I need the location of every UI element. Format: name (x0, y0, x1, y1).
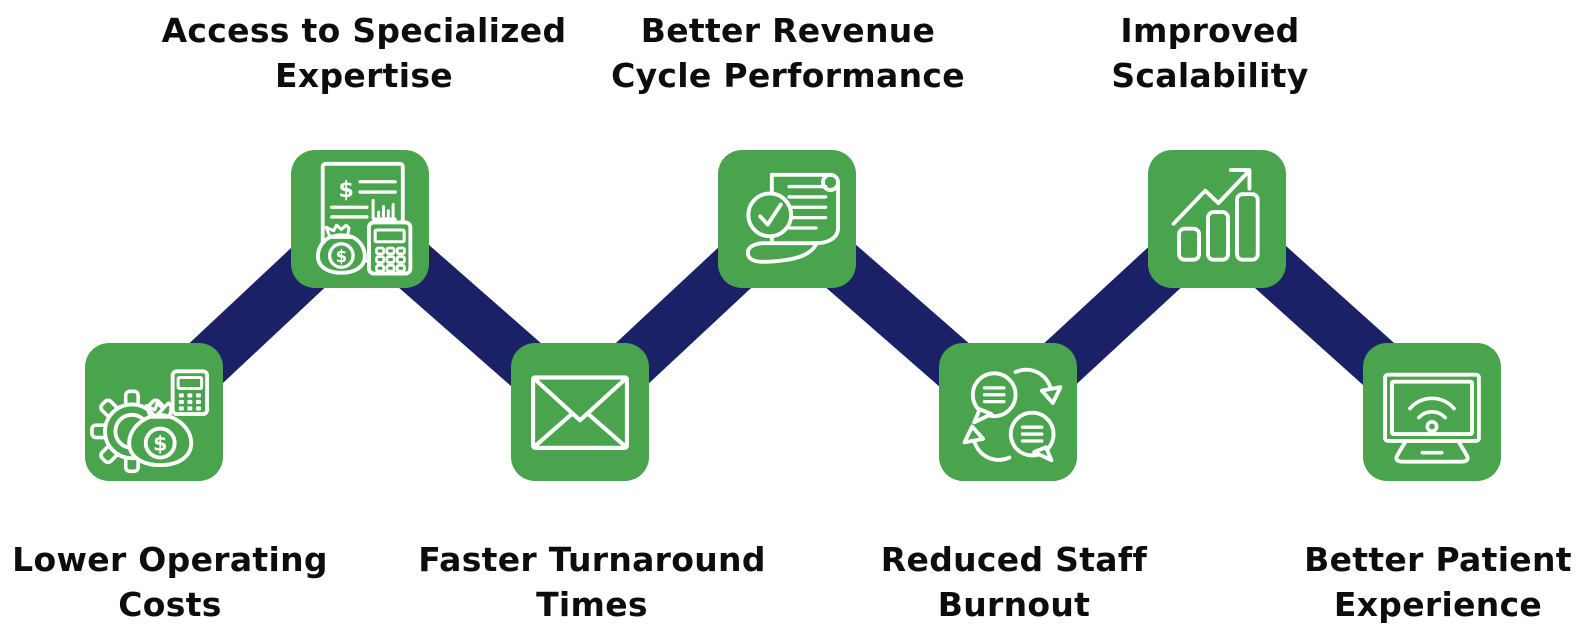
svg-text:$: $ (153, 432, 167, 456)
label-improved-scalability: Improved Scalability (970, 8, 1450, 98)
growth-bar-chart-icon (1171, 168, 1260, 262)
tile-faster-turnaround (511, 343, 649, 481)
benefit-label-line: Cycle Performance (611, 56, 965, 95)
tile-specialized-expertise: $ $ (291, 150, 429, 288)
label-patient-experience: Better Patient Experience (1198, 537, 1587, 627)
gear-money-bag-calculator-icon: $ (90, 369, 210, 474)
svg-text:$: $ (339, 178, 354, 203)
label-revenue-cycle: Better Revenue Cycle Performance (548, 8, 1028, 98)
tile-patient-experience (1363, 343, 1501, 481)
benefit-label-line: Lower Operating (12, 540, 328, 579)
billing-statement-money-calculator-icon: $ $ (315, 161, 413, 276)
benefit-label-line: Better Revenue (640, 11, 936, 50)
benefit-label-line: Burnout (937, 585, 1091, 624)
label-specialized-expertise: Access to Specialized Expertise (124, 8, 604, 98)
label-lower-operating-costs: Lower Operating Costs (0, 537, 410, 627)
envelope-icon (531, 375, 629, 450)
benefit-label-line: Faster Turnaround (418, 540, 766, 579)
benefit-label-line: Times (536, 585, 648, 624)
benefit-label-line: Scalability (1111, 56, 1309, 95)
benefit-label-line: Access to Specialized (161, 11, 567, 50)
tile-reduced-burnout (939, 343, 1077, 481)
benefit-label-line: Experience (1333, 585, 1543, 624)
benefit-label-line: Improved (1120, 11, 1300, 50)
tile-lower-operating-costs: $ (85, 343, 223, 481)
label-reduced-burnout: Reduced Staff Burnout (774, 537, 1254, 627)
chat-bubbles-sync-icon (962, 367, 1063, 463)
svg-text:$: $ (336, 247, 348, 266)
benefit-label-line: Expertise (275, 56, 453, 95)
monitor-wifi-icon (1383, 372, 1481, 464)
tile-improved-scalability (1148, 150, 1286, 288)
benefit-label-line: Better Patient (1304, 540, 1572, 579)
label-faster-turnaround: Faster Turnaround Times (352, 537, 832, 627)
scroll-checkmark-icon (745, 172, 840, 264)
benefit-label-line: Reduced Staff (880, 540, 1148, 579)
benefit-label-line: Costs (118, 585, 222, 624)
tile-revenue-cycle (718, 150, 856, 288)
